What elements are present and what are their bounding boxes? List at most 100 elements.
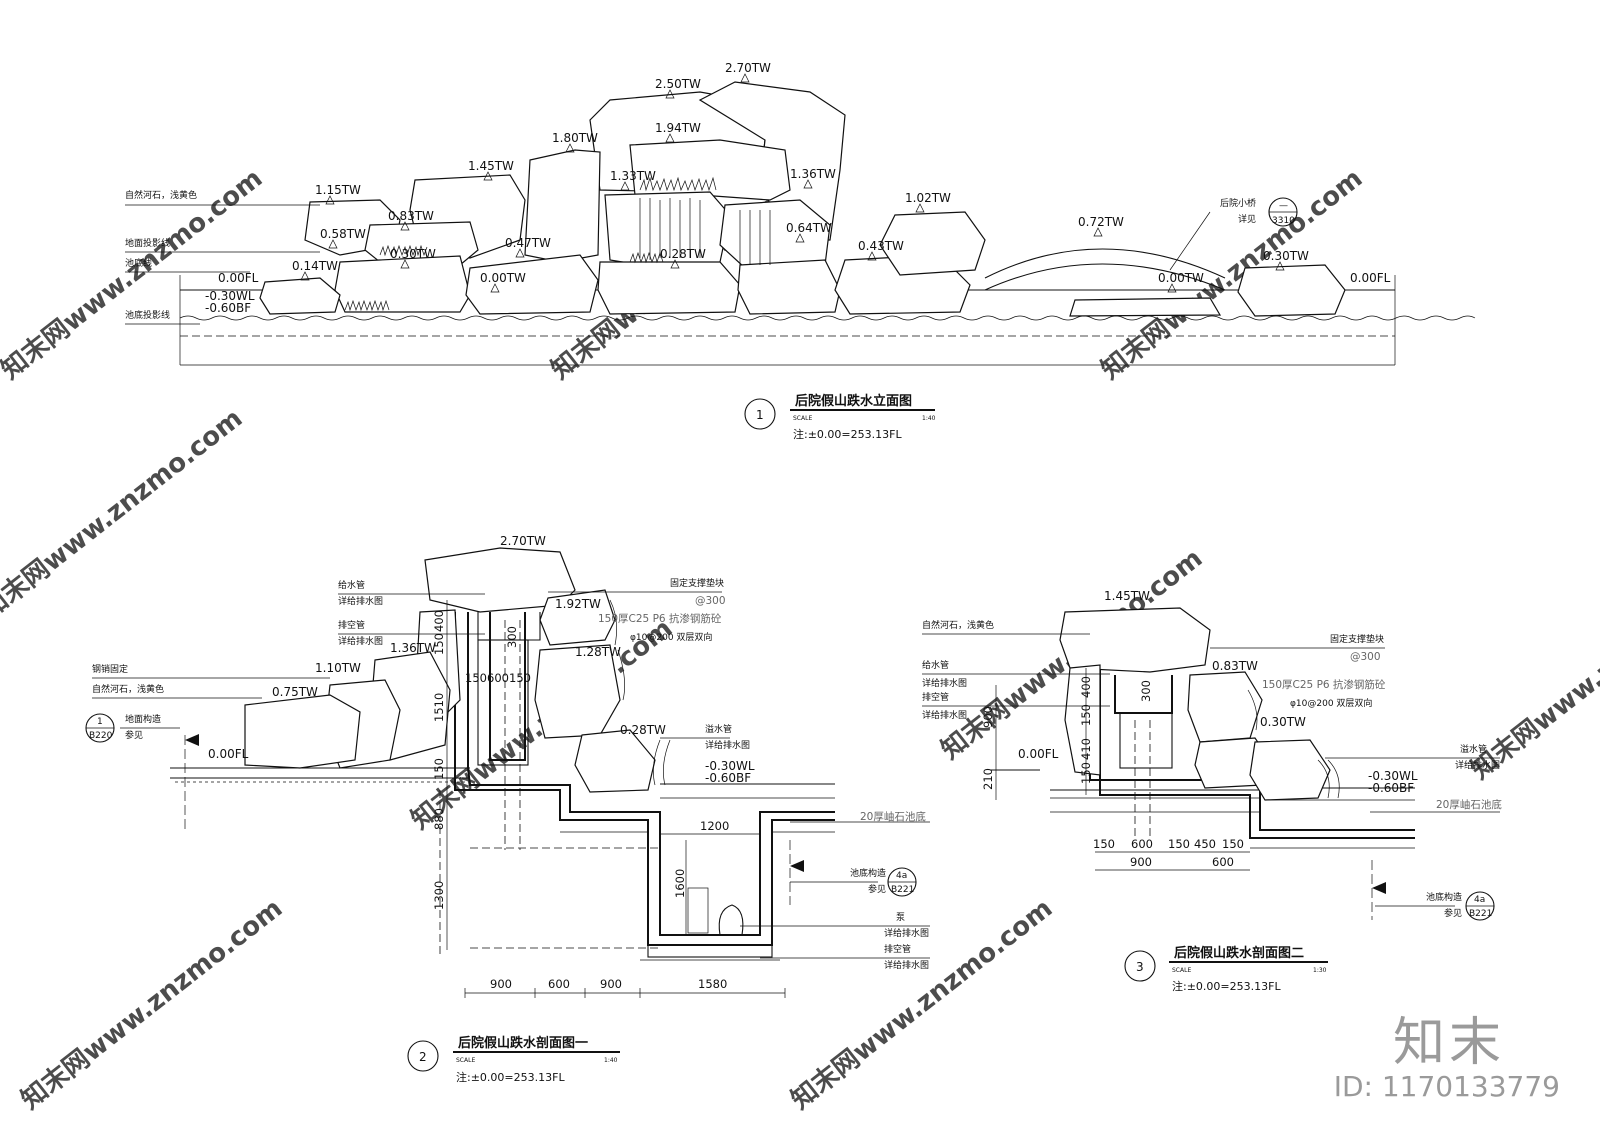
stone	[1237, 264, 1346, 317]
level-tag: 1.28TW	[575, 645, 621, 659]
callout: 参见	[125, 729, 143, 741]
callout: φ10@200 双层双向	[630, 631, 712, 643]
level-tag: 1.02TW	[905, 191, 951, 205]
level-tag: 0.30TW	[1263, 249, 1309, 263]
callout: φ10@200 双层双向	[1290, 697, 1372, 709]
dimension: 900	[1130, 855, 1152, 869]
callout: 参见	[1444, 907, 1462, 919]
callout: 详给排水图	[884, 927, 929, 939]
waterfall	[1247, 689, 1340, 799]
bottom-level: -0.60BF	[1368, 781, 1414, 795]
level-tag: 1.36TW	[390, 641, 436, 655]
callout: 20厚岫石池底	[1436, 798, 1502, 811]
dimension: 400	[1079, 676, 1093, 698]
trough-box	[1119, 712, 1173, 769]
level-tag: 1.36TW	[790, 167, 836, 181]
ref-bottom: B221	[1469, 909, 1492, 919]
view-title: 后院假山跌水剖面图一	[458, 1035, 588, 1051]
label-pool-bottom-projection: 池底投影线	[125, 309, 170, 321]
view-number: 1	[756, 408, 764, 422]
level-marks: 2.70TW 2.50TW 1.94TW 1.80TW 1.45TW 1.33T…	[292, 61, 1309, 293]
callout: 排空管	[922, 691, 949, 703]
pump-pipe	[687, 887, 709, 934]
scale-label: SCALE	[793, 415, 812, 422]
dimension: 300	[1139, 680, 1153, 702]
watermark: 知末网www.znzmo.com	[0, 403, 248, 625]
level-tag: 1.45TW	[1104, 589, 1150, 603]
dimension: 450	[1194, 837, 1216, 851]
level-tag: 1.94TW	[655, 121, 701, 135]
label-natural-stone: 自然河石，浅黄色	[125, 189, 197, 201]
callout: 固定支撑垫块	[670, 577, 724, 589]
callout: 20厚岫石池底	[860, 810, 926, 823]
stone	[1249, 739, 1331, 801]
dimension: 900	[600, 977, 622, 991]
pump-icon	[718, 904, 744, 936]
stone	[1059, 607, 1211, 673]
stone	[1069, 297, 1222, 317]
view-number: 2	[419, 1050, 427, 1064]
inner-box	[489, 612, 526, 761]
dimension: 410	[1079, 738, 1093, 760]
level-tag: 0.43TW	[858, 239, 904, 253]
waterfall-lines	[639, 198, 771, 265]
grass	[344, 299, 390, 312]
dimension: 150	[1222, 837, 1244, 851]
dimension: 150	[1079, 762, 1093, 784]
level-tag: 1.80TW	[552, 131, 598, 145]
callout: 详给排水图	[884, 959, 929, 971]
bridge-ref-note: 详见	[1238, 213, 1256, 225]
callout: @300	[1350, 651, 1381, 663]
level-tag: 1.10TW	[315, 661, 361, 675]
bridge	[984, 263, 1226, 291]
label-ground-projection: 地面投影线	[125, 237, 170, 249]
dimension: 600	[548, 977, 570, 991]
view-number: 3	[1136, 960, 1144, 974]
stone	[574, 729, 656, 793]
scale-label: SCALE	[456, 1057, 475, 1064]
dimension: 600	[1131, 837, 1153, 851]
bridge-ref-bottom: 3310	[1272, 216, 1295, 226]
bridge-ref-top: —	[1279, 201, 1288, 211]
stone	[1064, 664, 1101, 776]
callout: 详给排水图	[705, 739, 750, 751]
callout: 详给排水图	[338, 595, 383, 607]
callout: 钢销固定	[92, 663, 128, 675]
dimension: 1600	[673, 869, 687, 898]
level-tag: 0.75TW	[272, 685, 318, 699]
view-number-circle	[1124, 950, 1156, 982]
concrete-wall-outer	[454, 612, 835, 946]
scale-label: SCALE	[1172, 967, 1191, 974]
level-tag: 0.64TW	[786, 221, 832, 235]
view-title: 后院假山跌水剖面图二	[1174, 945, 1304, 961]
dimension: 600	[487, 671, 509, 685]
dimension: 150	[509, 671, 531, 685]
callout: 溢水管	[1460, 743, 1487, 755]
callout: 池底构造	[850, 867, 886, 879]
callout: 泵	[896, 912, 905, 923]
section-one-view: 2.70TW 1.92TW 1.36TW 1.10TW 0.75TW 1.28T…	[85, 534, 930, 1084]
trough-box	[477, 639, 529, 766]
callout: 自然河石，浅黄色	[92, 683, 164, 695]
level-tag: 0.28TW	[620, 723, 666, 737]
stone	[597, 261, 741, 315]
scale-value: 1:40	[922, 415, 936, 422]
water-level: -0.30WL	[705, 759, 755, 773]
level-tag: 1.45TW	[468, 159, 514, 173]
dimension: 1510	[432, 693, 446, 722]
callout: 池底构造	[1426, 891, 1462, 903]
ref-top: 1	[97, 717, 103, 727]
dimension: 300	[505, 626, 519, 648]
level-arrows	[300, 73, 1285, 293]
id-label: ID: 1170133779	[1333, 1070, 1560, 1103]
level-tag: 0.58TW	[320, 227, 366, 241]
dimension: 150	[1093, 837, 1115, 851]
view-number-circle	[744, 398, 776, 430]
level-tag: 0.00TW	[1158, 271, 1204, 285]
callout: 详给排水图	[922, 709, 967, 721]
callout: 给水管	[922, 659, 949, 671]
callout: 参见	[868, 883, 886, 895]
datum-note: 注:±0.00=253.13FL	[793, 427, 902, 441]
level-tag: 0.30TW	[1260, 715, 1306, 729]
